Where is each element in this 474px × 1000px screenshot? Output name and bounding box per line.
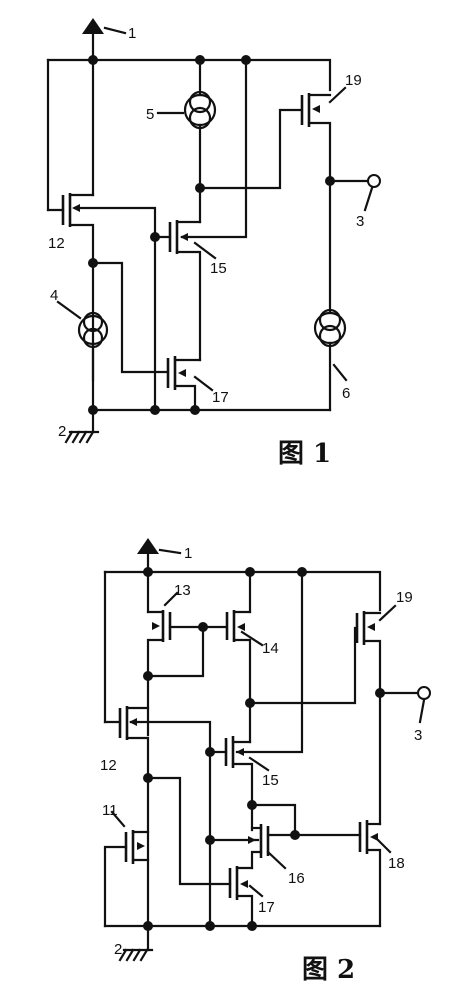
fig2-leader-18 — [376, 838, 392, 854]
fig1-cs4-inner-top — [82, 311, 104, 333]
fig1-label-3: 3 — [356, 213, 364, 230]
fig2-t16-source — [250, 850, 263, 870]
fig1-t12-arrow-icon — [72, 204, 80, 212]
fig2-label-15: 15 — [262, 772, 279, 789]
fig2-label-18: 18 — [388, 855, 405, 872]
fig2-supply-arrow-icon — [137, 538, 159, 554]
fig2-t16-arrow-icon — [248, 836, 256, 844]
fig2-label-16: 16 — [288, 870, 305, 887]
fig1-wire-to-19 — [198, 108, 302, 190]
fig2-label-14: 14 — [262, 640, 279, 657]
fig1-t19-arrow-icon — [312, 105, 320, 113]
fig2-t13-diode-wire — [146, 625, 205, 678]
fig2-label-17: 17 — [258, 899, 275, 916]
fig1-t17-arrow-icon — [178, 369, 186, 377]
fig1-label-1: 1 — [128, 25, 136, 42]
fig1-supply-rail — [46, 58, 332, 92]
fig1-label-6: 6 — [342, 385, 350, 402]
fig2-t15-source — [231, 762, 254, 832]
fig1-junction-dots — [88, 55, 335, 415]
fig2-output-terminal — [417, 686, 431, 700]
fig1-leader-3 — [363, 186, 374, 212]
fig1-t15-source — [175, 250, 202, 362]
fig1-leader-4 — [56, 300, 82, 320]
fig1-leader-6 — [332, 363, 348, 382]
fig2-t12-arrow-icon — [129, 718, 137, 726]
fig1-t19-source — [307, 121, 332, 314]
fig2-junction-dots — [143, 567, 385, 931]
fig2-t17-arrow-icon — [240, 880, 248, 888]
fig1-label-2: 2 — [58, 423, 66, 440]
fig1-label-17: 17 — [212, 389, 229, 406]
fig2-leader-13 — [163, 591, 179, 607]
fig2-wire-to-gate16 — [250, 803, 297, 837]
fig2-label-11: 11 — [102, 802, 118, 819]
fig2-leader-3 — [418, 698, 426, 724]
fig1-leader-1 — [103, 26, 127, 35]
fig2-t15-body — [235, 570, 304, 754]
fig1-t15-arrow-icon — [180, 233, 188, 241]
figure-2: 1 13 14 12 — [100, 538, 431, 985]
fig1-output-terminal — [367, 174, 381, 188]
fig2-t13-arrow-icon — [152, 622, 160, 630]
fig2-t17-source — [235, 894, 254, 928]
fig2-ground-icon — [118, 948, 149, 962]
figure-1: 1 12 4 5 15 — [46, 18, 381, 469]
fig2-caption: 图 2 — [302, 955, 355, 985]
fig1-t17-source — [173, 384, 197, 412]
fig1-supply-arrow-icon — [82, 18, 104, 34]
fig2-label-19: 19 — [396, 589, 413, 606]
fig2-t11-arrow-icon — [137, 842, 145, 850]
fig2-leader-16 — [266, 850, 287, 870]
fig2-label-1: 1 — [184, 545, 192, 562]
fig2-leader-19 — [378, 604, 397, 622]
fig1-ground-icon — [64, 430, 95, 444]
fig1-wire-to-17 — [91, 261, 170, 374]
fig2-leader-15 — [248, 756, 270, 772]
fig2-t11-gate-wire — [103, 845, 128, 928]
fig2-leader-11 — [110, 810, 126, 828]
fig1-leader-15 — [193, 241, 217, 260]
fig1-cs5-inner-top — [188, 90, 212, 114]
fig2-t15-arrow-icon — [236, 748, 244, 756]
fig2-wire-to-17 — [146, 776, 232, 886]
fig1-label-19: 19 — [345, 72, 362, 89]
fig2-label-2: 2 — [114, 941, 122, 958]
fig1-caption: 图 1 — [278, 439, 331, 469]
fig2-t18-source — [365, 848, 382, 928]
fig2-t12-source — [125, 736, 150, 928]
fig1-leader-19 — [328, 86, 347, 104]
fig2-t18-arrow-icon — [370, 833, 378, 841]
fig2-t19-source — [362, 639, 382, 826]
fig1-label-15: 15 — [210, 260, 227, 277]
fig1-label-5: 5 — [146, 106, 154, 123]
fig2-label-12: 12 — [100, 757, 117, 774]
fig1-t12-source — [68, 223, 95, 382]
fig1-label-4: 4 — [50, 287, 58, 304]
fig2-leader-17 — [248, 884, 264, 898]
fig1-cs6-inner-top — [318, 308, 342, 332]
fig2-label-13: 13 — [174, 582, 191, 599]
fig2-t12-body — [129, 720, 212, 928]
fig2-supply-rail — [103, 570, 382, 612]
fig2-leader-1 — [158, 548, 182, 555]
fig1-leader-17 — [193, 375, 214, 392]
fig2-t13-source — [146, 638, 165, 737]
fig2-t14-source — [232, 638, 252, 744]
fig2-wire-to-19 — [248, 626, 357, 705]
fig2-t14-arrow-icon — [237, 623, 245, 631]
fig1-t15-body — [180, 58, 248, 239]
fig2-label-3: 3 — [414, 727, 422, 744]
fig1-label-12: 12 — [48, 235, 65, 252]
fig2-t19-arrow-icon — [367, 623, 375, 631]
fig1-t12-body — [73, 206, 157, 412]
fig2-leader-14 — [240, 630, 264, 647]
